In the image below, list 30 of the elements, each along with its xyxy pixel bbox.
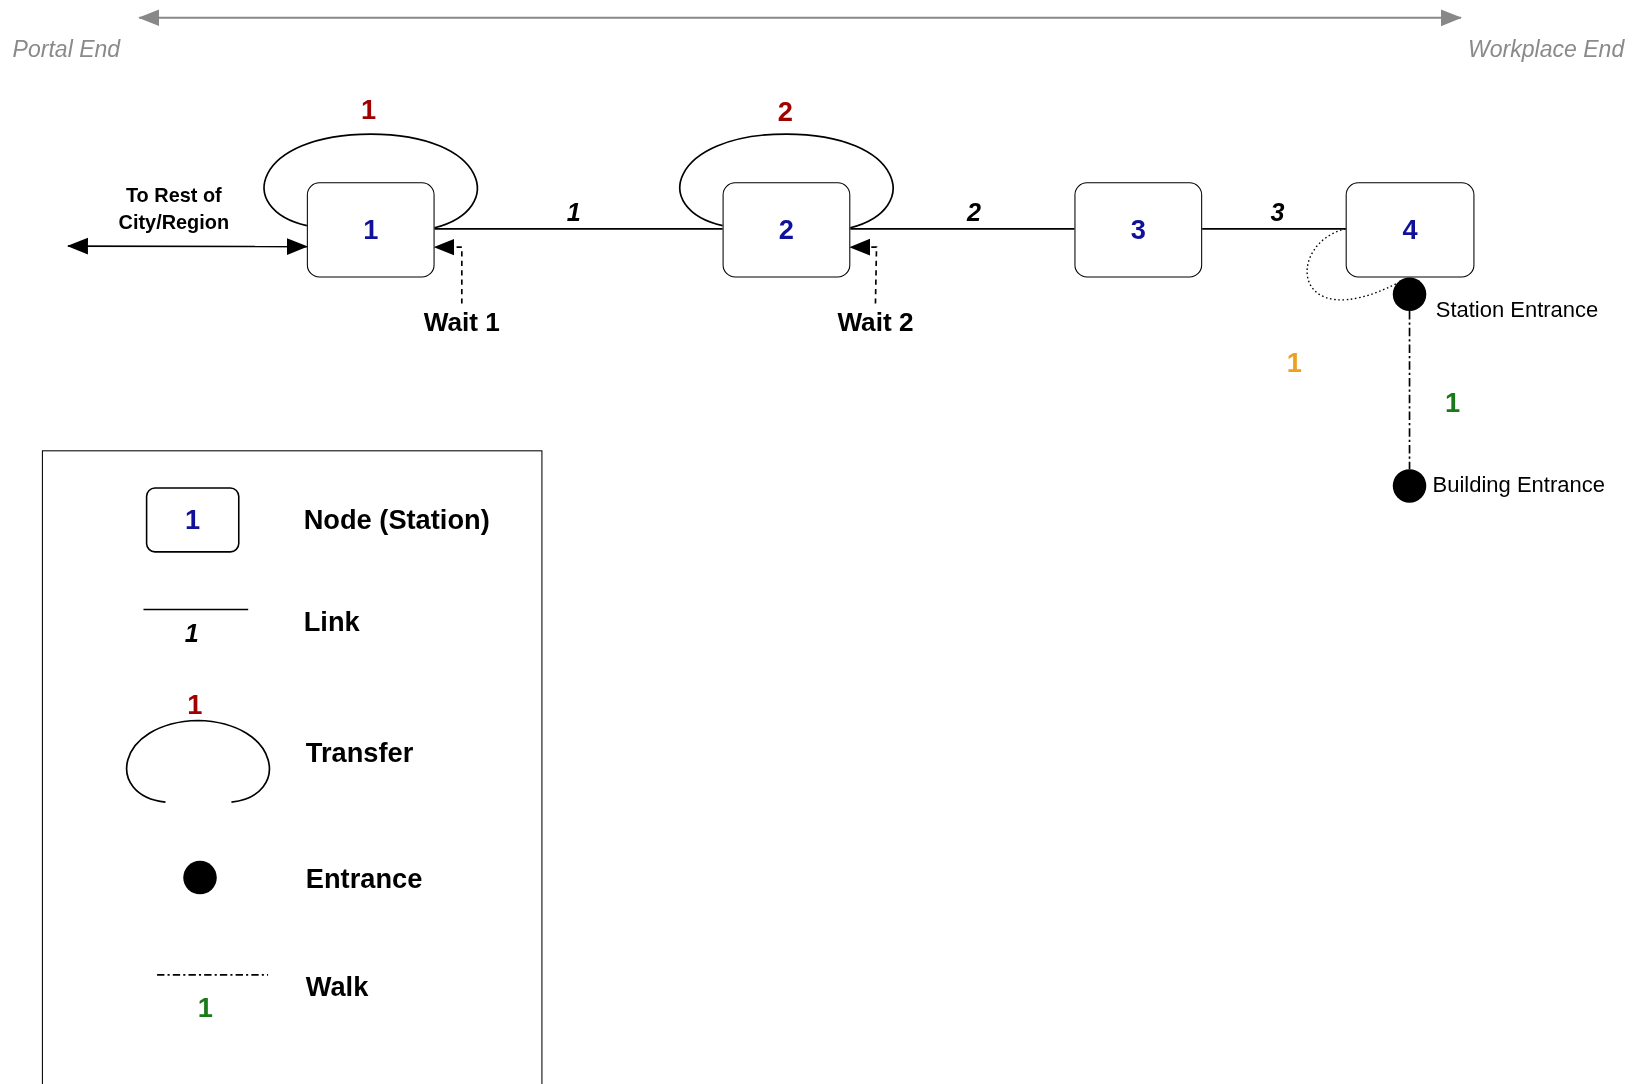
legend-label: Link (303, 606, 360, 639)
legend-label: Entrance (305, 862, 423, 896)
arrow (433, 238, 463, 305)
entrance-label: Station Entrance (1435, 297, 1599, 323)
connector-line (849, 227, 1076, 230)
entrance-dot (1392, 469, 1427, 503)
end-label: Portal End (12, 35, 121, 63)
connector-line (1201, 227, 1347, 230)
entrance-label: Building Entrance (1432, 472, 1605, 498)
legend-label: Transfer (305, 737, 414, 770)
station-box: 3 (1074, 182, 1203, 278)
station-box: 2 (722, 182, 851, 278)
double-arrow (67, 237, 308, 255)
entrance-dot (1392, 277, 1427, 311)
link-number: 1 (1286, 347, 1302, 380)
connector-line (263, 133, 478, 229)
station-box: 1 (306, 182, 435, 278)
station-box: 4 (1345, 182, 1475, 278)
connector-line (433, 227, 724, 230)
legend-label: Walk (305, 970, 369, 1004)
link-number: 1 (184, 618, 199, 649)
walk-number: 1 (197, 992, 213, 1025)
end-label: Workplace End (1468, 35, 1625, 63)
connector-line (1306, 228, 1398, 301)
arrow (849, 238, 878, 305)
connector-line (1408, 310, 1411, 470)
transfer-number: 1 (187, 688, 203, 721)
station-number: 1 (185, 504, 201, 537)
legend-label: Node (Station) (303, 503, 490, 537)
connector-line (679, 133, 894, 229)
